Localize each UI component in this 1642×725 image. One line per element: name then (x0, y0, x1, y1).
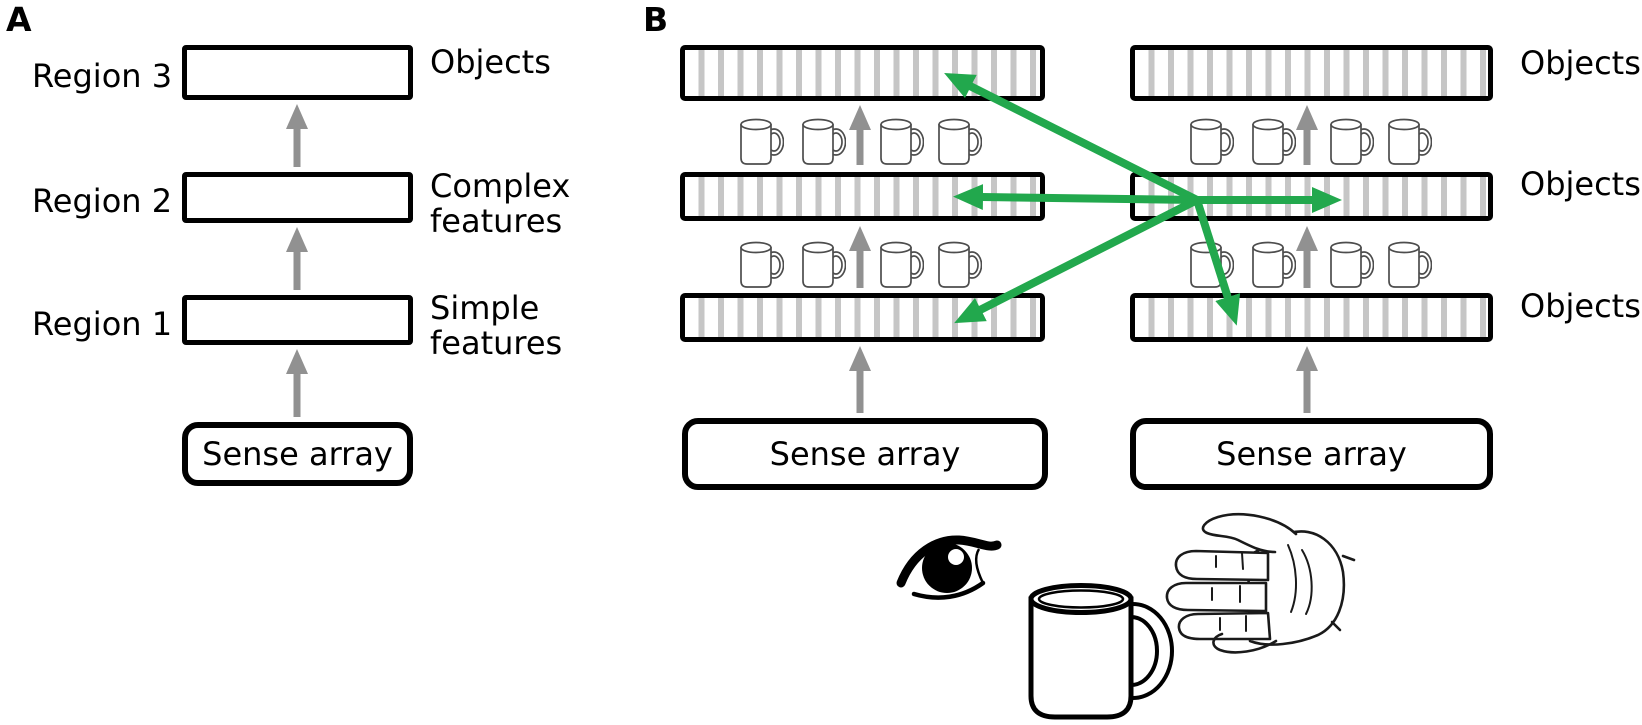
region-1-label: Region 1 (32, 305, 173, 343)
mug-icon (938, 118, 982, 165)
b-left-objects-box-bottom (680, 293, 1045, 342)
b-right-objects-box-bottom (1130, 293, 1493, 342)
mug-icon (1028, 583, 1174, 720)
b-right-objects-box-top (1130, 45, 1493, 101)
region-3-label: Region 3 (32, 57, 173, 95)
b-left-objects-box-top (680, 45, 1045, 101)
mug-icon (802, 118, 846, 165)
mug-icon (880, 241, 924, 288)
mug-icon (1330, 241, 1374, 288)
simple-features-label: Simple features (430, 289, 563, 362)
mug-icon (740, 241, 784, 288)
mug-icon (938, 241, 982, 288)
panel-a-label: A (6, 0, 32, 39)
objects-label-row3: Objects (1520, 287, 1641, 325)
b-left-objects-box-middle (680, 172, 1045, 221)
mug-icon (740, 118, 784, 165)
region-3-box (182, 45, 413, 100)
sense-array-box-b-left: Sense array (682, 418, 1048, 490)
objects-label-a: Objects (430, 43, 551, 81)
mug-icon (1190, 118, 1234, 165)
mug-icon (802, 241, 846, 288)
mug-icon (1388, 118, 1432, 165)
sense-array-box-b-right: Sense array (1130, 418, 1493, 490)
mug-icon (1252, 241, 1296, 288)
objects-label-row1: Objects (1520, 44, 1641, 82)
objects-label-row2: Objects (1520, 165, 1641, 203)
sense-array-box-a: Sense array (182, 422, 413, 486)
region-2-label: Region 2 (32, 182, 173, 220)
sense-array-label-a: Sense array (202, 435, 393, 473)
eye-icon (896, 535, 1002, 600)
mug-icon (1252, 118, 1296, 165)
mug-icon (1190, 241, 1234, 288)
region-2-box (182, 172, 413, 223)
sense-array-label-b-left: Sense array (769, 435, 961, 473)
sense-array-label-b-right: Sense array (1216, 435, 1407, 473)
panel-b-label: B (643, 0, 669, 39)
mug-icon (880, 118, 924, 165)
region-1-box (182, 295, 413, 345)
hand-icon (1165, 513, 1356, 654)
mug-icon (1330, 118, 1374, 165)
b-right-objects-box-middle (1130, 172, 1493, 221)
complex-features-label: Complex features (430, 167, 571, 240)
mug-icon (1388, 241, 1432, 288)
